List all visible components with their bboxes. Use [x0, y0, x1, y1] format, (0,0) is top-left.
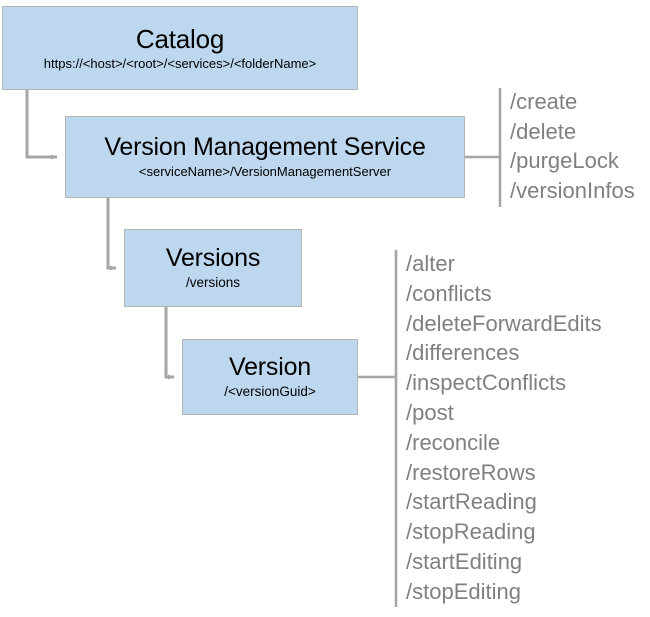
node-catalog-path: https://<host>/<root>/<services>/<folder… [43, 55, 317, 71]
node-version-management-service-path: <serviceName>/VersionManagementServer [138, 164, 392, 180]
node-catalog[interactable]: Catalog https://<host>/<root>/<services>… [2, 6, 358, 90]
operation-create[interactable]: /create [510, 89, 578, 114]
operation-conflicts[interactable]: /conflicts [406, 280, 492, 306]
operation-list-version: /alter /conflicts /deleteForwardEdits /d… [406, 249, 602, 607]
connector-catalog-to-vms [25, 90, 58, 160]
node-versions-title: Versions [165, 243, 261, 272]
operation-delete[interactable]: /delete [510, 118, 577, 144]
operation-post[interactable]: /post [406, 399, 454, 425]
node-version-path: /<versionGuid> [224, 383, 316, 399]
node-version-management-service[interactable]: Version Management Service <serviceName>… [65, 116, 465, 198]
operation-version-infos[interactable]: /versionInfos [510, 177, 635, 203]
operation-differences[interactable]: /differences [406, 340, 520, 366]
operation-stop-editing[interactable]: /stopEditing [406, 578, 521, 604]
connector-vms-to-versions [106, 198, 117, 271]
node-catalog-title: Catalog [135, 23, 225, 54]
connector-vms-operations-bracket [465, 88, 502, 207]
operation-delete-forward-edits[interactable]: /deleteForwardEdits [406, 310, 602, 336]
connector-version-operations-bracket [358, 250, 398, 607]
operation-alter[interactable]: /alter [406, 251, 455, 276]
operation-stop-reading[interactable]: /stopReading [406, 519, 536, 545]
operation-start-reading[interactable]: /startReading [406, 489, 537, 515]
node-versions[interactable]: Versions /versions [124, 229, 302, 307]
connector-versions-to-version [164, 307, 175, 380]
operation-list-version-management-service: /create /delete /purgeLock /versionInfos [510, 87, 635, 205]
operation-reconcile[interactable]: /reconcile [406, 429, 501, 455]
operation-start-editing[interactable]: /startEditing [406, 548, 523, 574]
node-version-title: Version [229, 352, 311, 381]
node-versions-path: /versions [185, 274, 241, 290]
operation-purge-lock[interactable]: /purgeLock [510, 148, 619, 174]
operation-restore-rows[interactable]: /restoreRows [406, 459, 536, 485]
operation-inspect-conflicts[interactable]: /inspectConflicts [406, 370, 567, 396]
node-version[interactable]: Version /<versionGuid> [182, 339, 358, 415]
node-version-management-service-title: Version Management Service [104, 133, 426, 162]
